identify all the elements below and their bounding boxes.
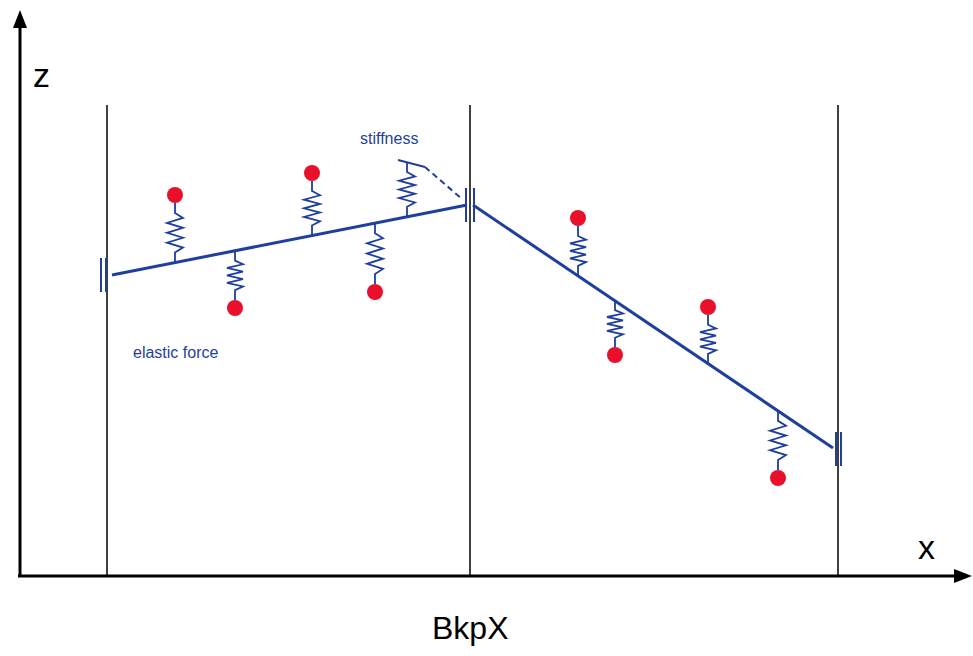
caption: BkpX [432,612,508,644]
spring [227,251,243,300]
segment [112,205,467,275]
piecewise-line [112,205,833,448]
breakpoint-lines [107,105,838,576]
end-bar [100,258,102,292]
spring [167,203,183,263]
data-point [607,347,623,363]
spring [770,411,786,470]
data-points [167,165,786,486]
pointer-line [398,160,425,167]
axes [18,24,960,576]
x-axis [18,575,960,578]
springs [167,162,786,470]
spring [570,226,586,276]
data-point [570,210,586,226]
breakpoint-line [106,105,108,576]
annotation: stiffness [360,131,418,147]
breakpoint-line [469,105,471,576]
spring [367,223,383,284]
end-bar [473,188,475,222]
spring [607,301,623,347]
end-bars [101,188,841,466]
x-axis-arrow [954,569,972,583]
breakpoint-line [837,105,839,576]
end-bar [835,432,837,466]
data-point [167,187,183,203]
end-bar [840,432,842,466]
axis-label: z [33,58,50,92]
z-axis-arrow [13,10,27,28]
data-point [770,470,786,486]
data-point [700,299,716,315]
z-axis [19,24,22,576]
end-bar [465,188,467,222]
data-point [367,284,383,300]
axis-label: x [918,530,935,564]
annotation: elastic force [133,345,218,361]
data-point [304,165,320,181]
spring [304,181,320,236]
stiffness-pointer [398,160,462,199]
end-bar [105,258,107,292]
spring [399,162,415,217]
data-point [227,300,243,316]
spring [700,315,716,364]
segment [473,205,833,448]
pointer-dash [425,167,462,199]
